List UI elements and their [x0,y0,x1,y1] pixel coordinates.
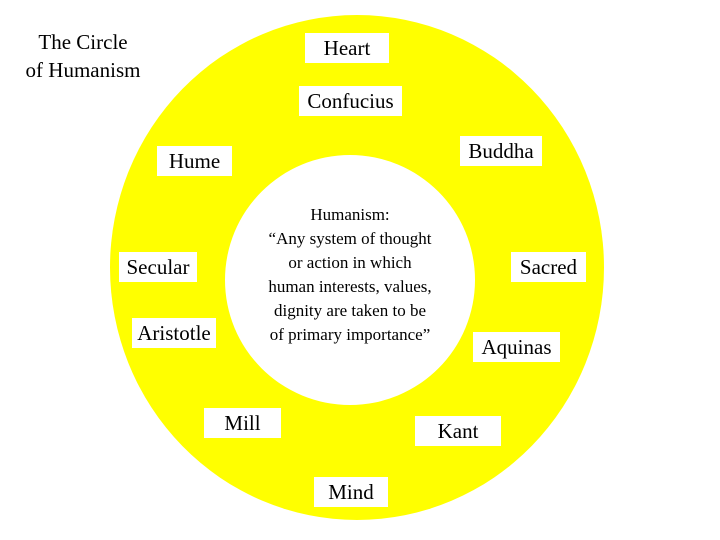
label-kant: Kant [415,416,501,446]
definition-line: dignity are taken to be [273,301,426,320]
definition-line: Humanism: [310,205,390,224]
definition-line: human interests, values, [268,277,432,296]
label-aristotle: Aristotle [132,318,216,348]
title-line-2: of Humanism [25,58,141,82]
label-mill: Mill [204,408,281,438]
label-confucius: Confucius [299,86,402,116]
ring-center [225,155,475,405]
definition-line: “Any system of thought [268,229,432,248]
label-heart: Heart [305,33,389,63]
label-buddha: Buddha [460,136,542,166]
label-aquinas: Aquinas [473,332,560,362]
humanism-definition: Humanism: “Any system of thought or acti… [242,203,458,347]
label-mind: Mind [314,477,388,507]
label-hume: Hume [157,146,232,176]
label-sacred: Sacred [511,252,586,282]
definition-line: of primary importance” [269,325,431,344]
title-line-1: The Circle [38,30,128,54]
definition-line: or action in which [288,253,412,272]
diagram-title: The Circle of Humanism [8,28,158,84]
label-secular: Secular [119,252,197,282]
